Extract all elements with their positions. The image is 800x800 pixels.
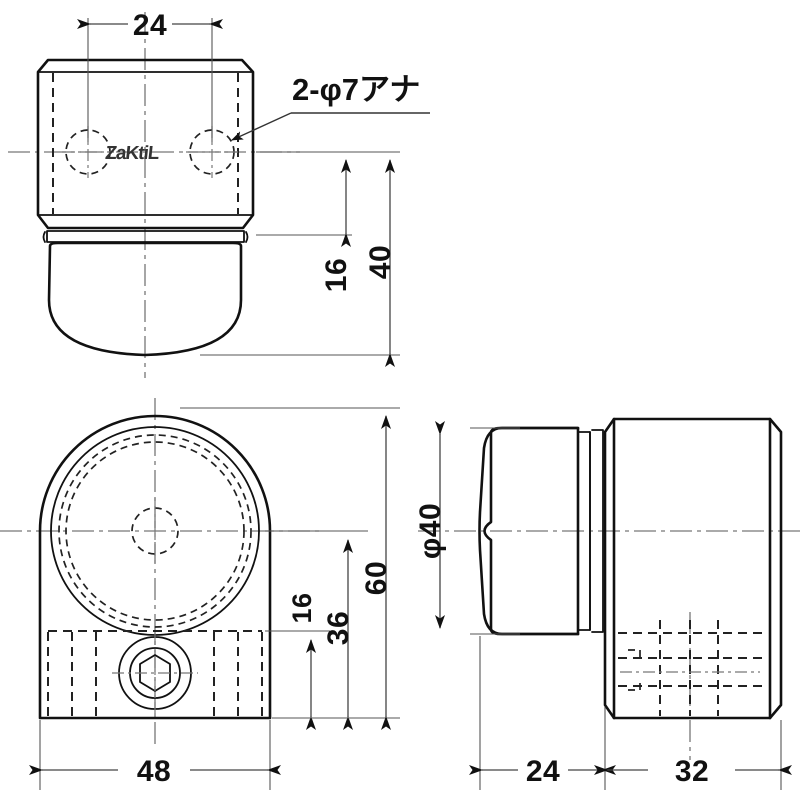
side-view-knob-profile: [478, 426, 580, 636]
dim-48-front: 48: [29, 720, 281, 790]
dim-32-label: 32: [675, 755, 709, 788]
dim-60-label: 60: [360, 561, 393, 595]
dim-40-top-label: 40: [364, 245, 397, 279]
top-view-knob: [47, 241, 243, 357]
dim-36-label: 36: [322, 611, 355, 645]
front-view-hex-socket-screw: [112, 633, 198, 713]
front-view-hidden-bore-outer: [58, 434, 252, 628]
hole-callout-group: 2-φ7アナ: [231, 72, 430, 141]
top-view-collar: [46, 230, 245, 243]
front-view-center-hole: [131, 507, 179, 555]
top-view-collar-right-edge: [245, 231, 249, 243]
front-view-body-outline: [38, 414, 272, 720]
side-view-body-outline: [603, 417, 783, 720]
dim-40-top: 40: [200, 151, 400, 367]
top-view: ZaKtiL 24 2-φ7アナ 16 40: [8, 9, 430, 378]
side-view-hidden-bracket-2: [628, 678, 641, 691]
dim-32-side: 32: [594, 720, 792, 790]
dim-48-label: 48: [137, 755, 171, 788]
dim-24-top: 24: [77, 9, 223, 142]
brand-mark: ZaKtiL: [104, 143, 161, 164]
side-view-hidden-bracket-1: [628, 649, 641, 662]
dim-60-front: 60: [180, 407, 400, 730]
dim-24-side-label: 24: [526, 755, 560, 788]
dim-16-front: 16: [265, 592, 330, 730]
dim-24-top-label: 24: [133, 9, 167, 42]
dim-dia40-side: φ40: [414, 421, 520, 635]
front-view: 48 16 36 60: [0, 398, 400, 790]
front-view-hidden-bore-inner: [65, 441, 245, 621]
side-view: φ40 24 32: [414, 417, 800, 790]
top-view-collar-left-edge: [42, 231, 46, 243]
dim-16-top-label: 16: [320, 258, 353, 292]
dim-16-top: 16: [256, 151, 353, 292]
hole-callout-leader-arrow: [231, 112, 292, 141]
dim-16-front-label: 16: [287, 592, 317, 623]
hole-callout-label: 2-φ7アナ: [292, 72, 420, 107]
dim-dia40-label: φ40: [414, 503, 447, 559]
side-view-collar-outer: [591, 429, 604, 633]
dim-24-side: 24: [469, 636, 616, 790]
